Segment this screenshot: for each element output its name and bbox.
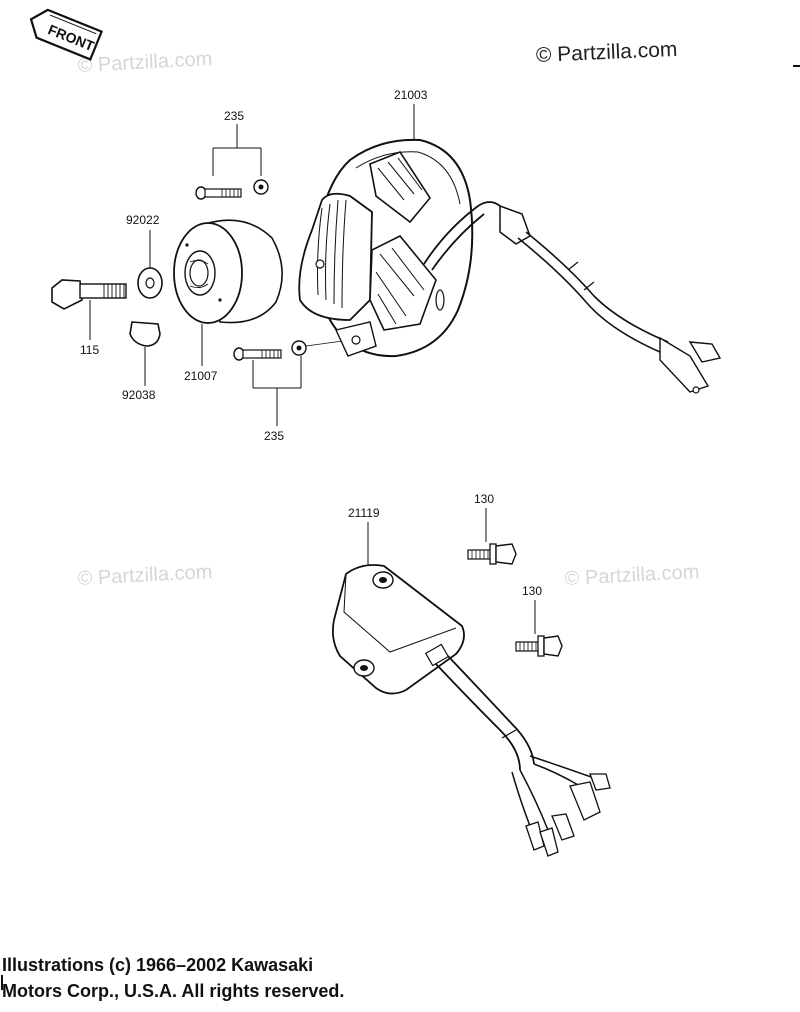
screw-icon — [233, 347, 282, 361]
credits-line-1: Illustrations (c) 1966–2002 Kawasaki — [2, 955, 314, 975]
illustration-credits: Illustrations (c) 1966–2002 Kawasaki Mot… — [2, 952, 344, 1004]
bolt-icon — [51, 279, 127, 310]
callout-130-b: 130 — [522, 584, 542, 598]
stator-plate-icon — [298, 138, 722, 394]
callout-130-a: 130 — [474, 492, 494, 506]
part-130-a-group: 130 — [467, 492, 517, 565]
watermark-mid-left: © Partzilla.com — [77, 561, 213, 590]
part-115-group: 115 — [51, 279, 127, 357]
flywheel-rotor-icon — [173, 219, 283, 324]
part-235-top-group: 235 — [195, 109, 269, 200]
callout-235-top: 235 — [224, 109, 244, 123]
part-92022-group: 92022 — [126, 213, 163, 299]
watermark-mid-right: © Partzilla.com — [564, 561, 700, 590]
callout-235-bottom: 235 — [264, 429, 284, 443]
credits-line-2: Motors Corp., U.S.A. All rights reserved… — [2, 981, 345, 1001]
callout-21003: 21003 — [394, 88, 428, 102]
front-arrow-icon: FRONT — [29, 8, 104, 61]
flange-bolt-icon — [467, 543, 517, 565]
part-21003-group: 21003 — [298, 88, 722, 394]
flange-bolt-icon — [515, 635, 563, 657]
callout-92022: 92022 — [126, 213, 160, 227]
part-130-b-group: 130 — [515, 584, 563, 657]
woodruff-key-icon — [129, 321, 161, 347]
cdi-unit-icon — [331, 564, 611, 857]
callout-21007: 21007 — [184, 369, 218, 383]
screw-icon — [195, 186, 242, 200]
part-92038-group: 92038 — [122, 321, 161, 402]
part-235-bottom-group: 235 — [233, 339, 351, 443]
callout-115: 115 — [80, 343, 99, 357]
callout-92038: 92038 — [122, 388, 156, 402]
watermark-top-left: © Partzilla.com — [77, 48, 213, 77]
part-21007-group: 21007 — [173, 219, 283, 383]
callout-21119: 21119 — [348, 506, 380, 520]
part-21119-group: 21119 — [331, 506, 611, 857]
